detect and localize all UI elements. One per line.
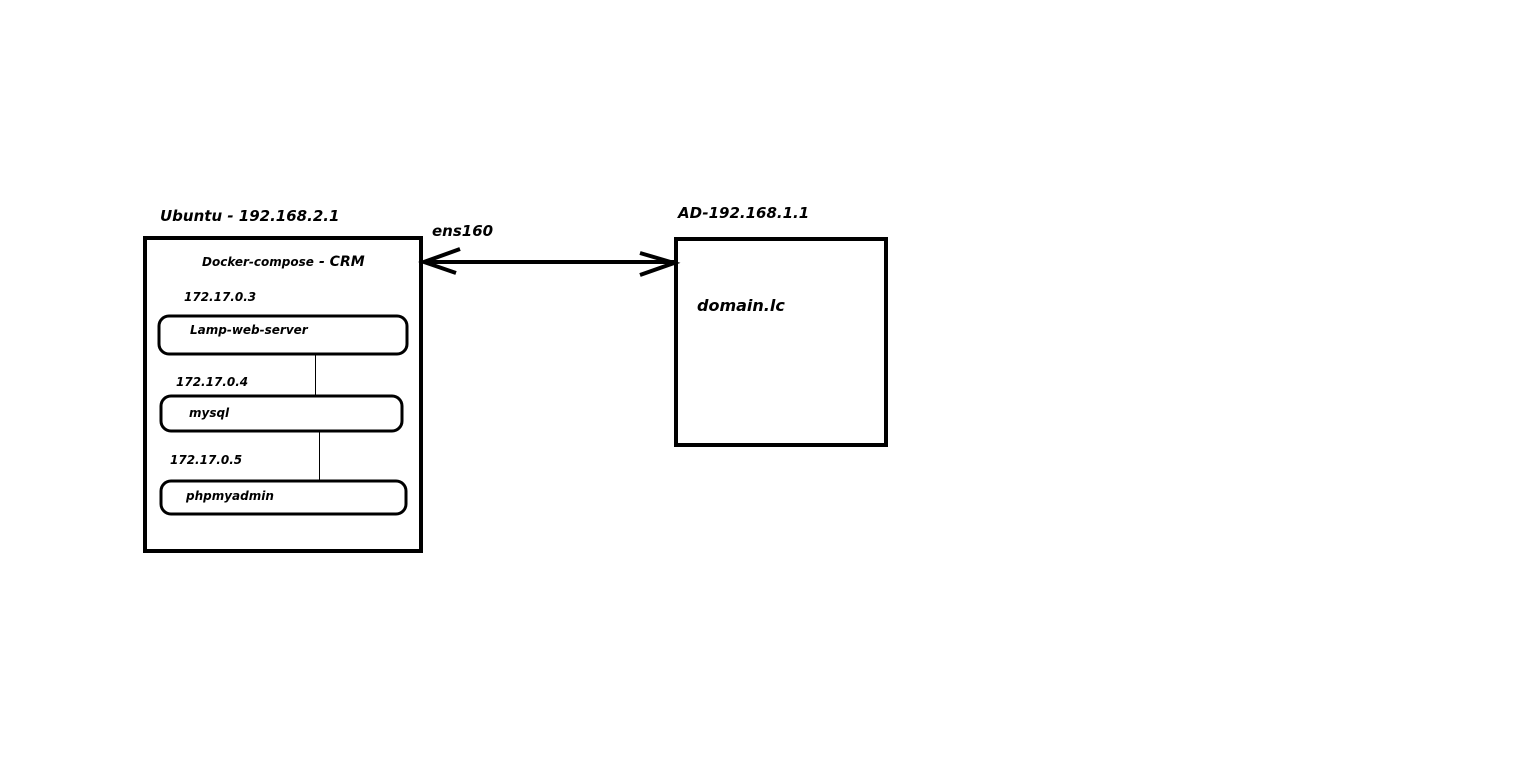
compose-title-prefix: Docker-compose (202, 255, 314, 269)
ad-server-box (674, 237, 888, 447)
container-ip: 172.17.0.3 (184, 290, 257, 304)
container-ip: 172.17.0.5 (170, 453, 243, 467)
container-pill-mysql (159, 394, 404, 433)
container-name: phpmyadmin (186, 489, 274, 503)
ubuntu-host-label: Ubuntu - 192.168.2.1 (160, 207, 340, 225)
container-ip: 172.17.0.4 (176, 375, 249, 389)
arrowhead-right (639, 251, 681, 277)
container-name: mysql (189, 406, 230, 420)
interface-label: ens160 (432, 222, 494, 240)
arrowhead-left (417, 247, 461, 275)
domain-label: domain.lc (697, 296, 785, 315)
ad-server-label: AD-192.168.1.1 (678, 204, 810, 222)
container-pill-lamp-web-server (157, 314, 409, 356)
container-pill-phpmyadmin (159, 479, 408, 516)
container-name: Lamp-web-server (190, 323, 308, 337)
ubuntu-host-box (143, 236, 423, 553)
compose-title-suffix: - CRM (319, 254, 365, 270)
